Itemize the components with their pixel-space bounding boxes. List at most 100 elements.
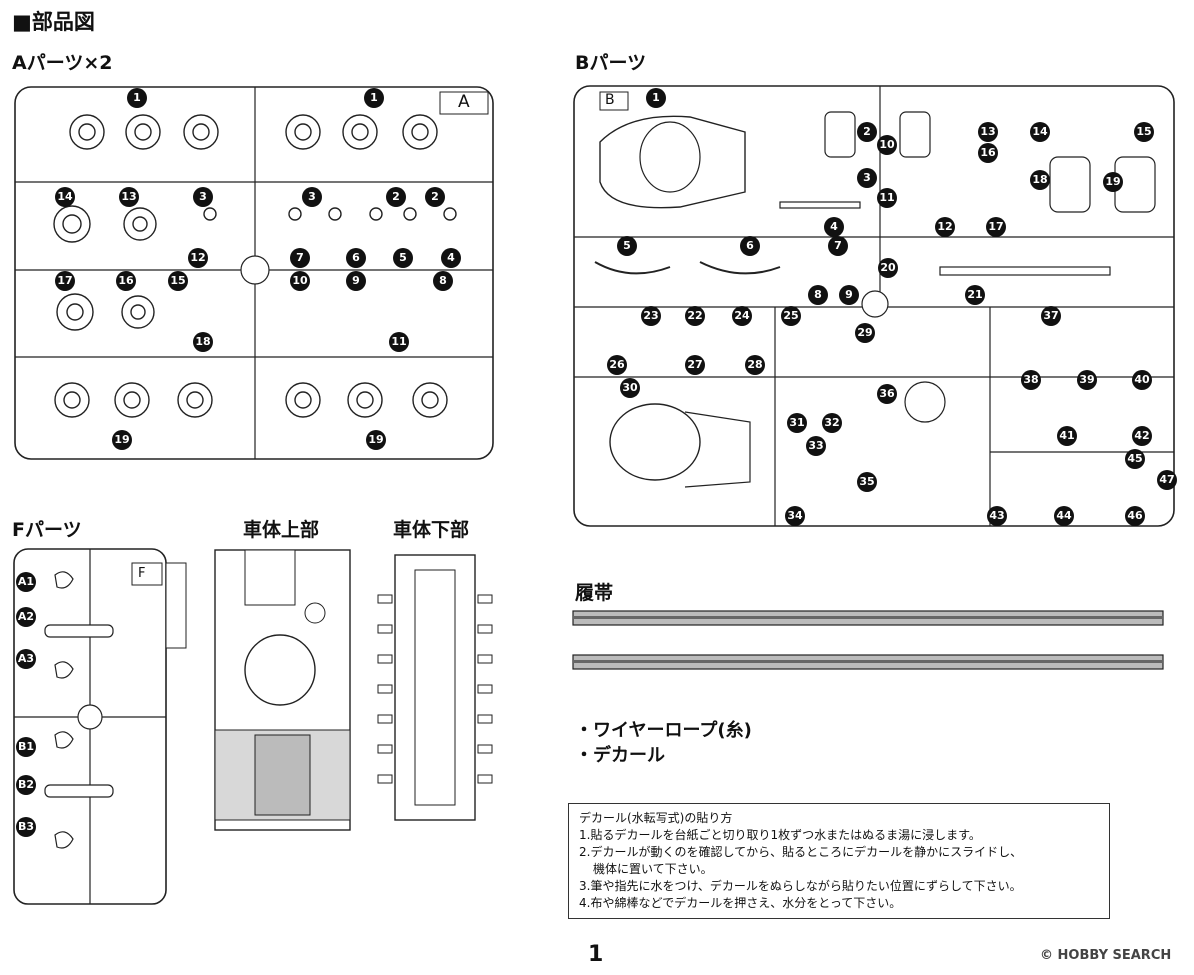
part-number-b: 31 bbox=[787, 413, 807, 433]
wire-rope-item: ・ワイヤーロープ(糸) bbox=[575, 720, 752, 741]
upper-hull-diagram bbox=[214, 549, 351, 831]
part-number-b: 4 bbox=[824, 217, 844, 237]
part-number-b: 14 bbox=[1030, 122, 1050, 142]
part-number-a: 19 bbox=[112, 430, 132, 450]
b-parts-sprue-diagram bbox=[573, 85, 1175, 527]
part-number-f: B2 bbox=[16, 775, 36, 795]
part-number-b: 39 bbox=[1077, 370, 1097, 390]
part-number-b: 30 bbox=[620, 378, 640, 398]
part-number-b: 11 bbox=[877, 188, 897, 208]
part-number-a: 2 bbox=[425, 187, 445, 207]
part-number-b: 36 bbox=[877, 384, 897, 404]
part-number-a: 5 bbox=[393, 248, 413, 268]
part-number-b: 32 bbox=[822, 413, 842, 433]
part-number-f: A2 bbox=[16, 607, 36, 627]
part-number-b: 45 bbox=[1125, 449, 1145, 469]
part-number-f: A1 bbox=[16, 572, 36, 592]
decal-step: 3.筆や指先に水をつけ、デカールをぬらしながら貼りたい位置にずらして下さい。 bbox=[579, 879, 1022, 893]
part-number-b: 13 bbox=[978, 122, 998, 142]
part-number-a: 1 bbox=[364, 88, 384, 108]
part-number-b: 6 bbox=[740, 236, 760, 256]
decal-step: 4.布や綿棒などでデカールを押さえ、水分をとって下さい。 bbox=[579, 896, 902, 910]
part-number-a: 6 bbox=[346, 248, 366, 268]
part-number-b: 26 bbox=[607, 355, 627, 375]
part-number-b: 2 bbox=[857, 122, 877, 142]
part-number-b: 18 bbox=[1030, 170, 1050, 190]
upper-hull-label: 車体上部 bbox=[243, 519, 320, 541]
part-number-a: 3 bbox=[193, 187, 213, 207]
part-number-b: 10 bbox=[877, 135, 897, 155]
part-number-a: 11 bbox=[389, 332, 409, 352]
part-number-b: 8 bbox=[808, 285, 828, 305]
part-number-a: 12 bbox=[188, 248, 208, 268]
lower-hull-diagram bbox=[377, 554, 493, 821]
part-number-b: 16 bbox=[978, 143, 998, 163]
part-number-b: 25 bbox=[781, 306, 801, 326]
part-number-a: 1 bbox=[127, 88, 147, 108]
decal-instructions-title: デカール(水転写式)の貼り方 bbox=[579, 811, 733, 825]
part-number-b: 9 bbox=[839, 285, 859, 305]
part-number-b: 24 bbox=[732, 306, 752, 326]
part-number-a: 2 bbox=[386, 187, 406, 207]
f-sprue-tag: F bbox=[138, 566, 146, 581]
part-number-a: 15 bbox=[168, 271, 188, 291]
part-number-b: 38 bbox=[1021, 370, 1041, 390]
part-number-a: 16 bbox=[116, 271, 136, 291]
part-number-b: 34 bbox=[785, 506, 805, 526]
part-number-b: 5 bbox=[617, 236, 637, 256]
page-title: ■部品図 bbox=[12, 10, 95, 34]
part-number-a: 8 bbox=[433, 271, 453, 291]
part-number-b: 1 bbox=[646, 88, 666, 108]
part-number-a: 10 bbox=[290, 271, 310, 291]
f-parts-label: Fパーツ bbox=[12, 519, 82, 541]
page-number: 1 bbox=[588, 942, 604, 967]
part-number-b: 41 bbox=[1057, 426, 1077, 446]
decal-instructions-box: デカール(水転写式)の貼り方 1.貼るデカールを台紙ごと切り取り1枚ずつ水または… bbox=[568, 803, 1110, 919]
part-number-b: 27 bbox=[685, 355, 705, 375]
part-number-f: B1 bbox=[16, 737, 36, 757]
decal-step: 2.デカールが動くのを確認してから、貼るところにデカールを静かにスライドし、 bbox=[579, 845, 1023, 859]
part-number-b: 12 bbox=[935, 217, 955, 237]
watermark: © HOBBY SEARCH bbox=[1040, 948, 1172, 963]
a-sprue-tag: A bbox=[458, 92, 470, 112]
part-number-b: 29 bbox=[855, 323, 875, 343]
part-number-b: 3 bbox=[857, 168, 877, 188]
part-number-b: 35 bbox=[857, 472, 877, 492]
part-number-a: 19 bbox=[366, 430, 386, 450]
part-number-b: 46 bbox=[1125, 506, 1145, 526]
part-number-b: 42 bbox=[1132, 426, 1152, 446]
a-parts-label: Aパーツ×2 bbox=[12, 52, 113, 74]
a-parts-sprue-diagram bbox=[14, 86, 494, 460]
part-number-b: 28 bbox=[745, 355, 765, 375]
part-number-b: 44 bbox=[1054, 506, 1074, 526]
f-parts-sprue-diagram bbox=[13, 548, 187, 905]
part-number-a: 13 bbox=[119, 187, 139, 207]
tracks-diagram bbox=[572, 610, 1164, 670]
part-number-a: 9 bbox=[346, 271, 366, 291]
part-number-b: 19 bbox=[1103, 172, 1123, 192]
part-number-b: 20 bbox=[878, 258, 898, 278]
part-number-b: 23 bbox=[641, 306, 661, 326]
part-number-b: 17 bbox=[986, 217, 1006, 237]
lower-hull-label: 車体下部 bbox=[393, 519, 470, 541]
part-number-b: 43 bbox=[987, 506, 1007, 526]
part-number-b: 33 bbox=[806, 436, 826, 456]
part-number-b: 47 bbox=[1157, 470, 1177, 490]
part-number-a: 7 bbox=[290, 248, 310, 268]
part-number-b: 15 bbox=[1134, 122, 1154, 142]
b-sprue-tag: B bbox=[605, 92, 615, 108]
decal-item: ・デカール bbox=[575, 745, 665, 766]
decal-step: 機体に置いて下さい。 bbox=[593, 862, 713, 876]
part-number-b: 40 bbox=[1132, 370, 1152, 390]
part-number-b: 37 bbox=[1041, 306, 1061, 326]
part-number-b: 21 bbox=[965, 285, 985, 305]
part-number-b: 22 bbox=[685, 306, 705, 326]
part-number-f: B3 bbox=[16, 817, 36, 837]
decal-step: 1.貼るデカールを台紙ごと切り取り1枚ずつ水またはぬるま湯に浸します。 bbox=[579, 828, 981, 842]
tracks-label: 履帯 bbox=[575, 582, 614, 604]
part-number-a: 14 bbox=[55, 187, 75, 207]
part-number-f: A3 bbox=[16, 649, 36, 669]
part-number-a: 3 bbox=[302, 187, 322, 207]
part-number-b: 7 bbox=[828, 236, 848, 256]
part-number-a: 4 bbox=[441, 248, 461, 268]
